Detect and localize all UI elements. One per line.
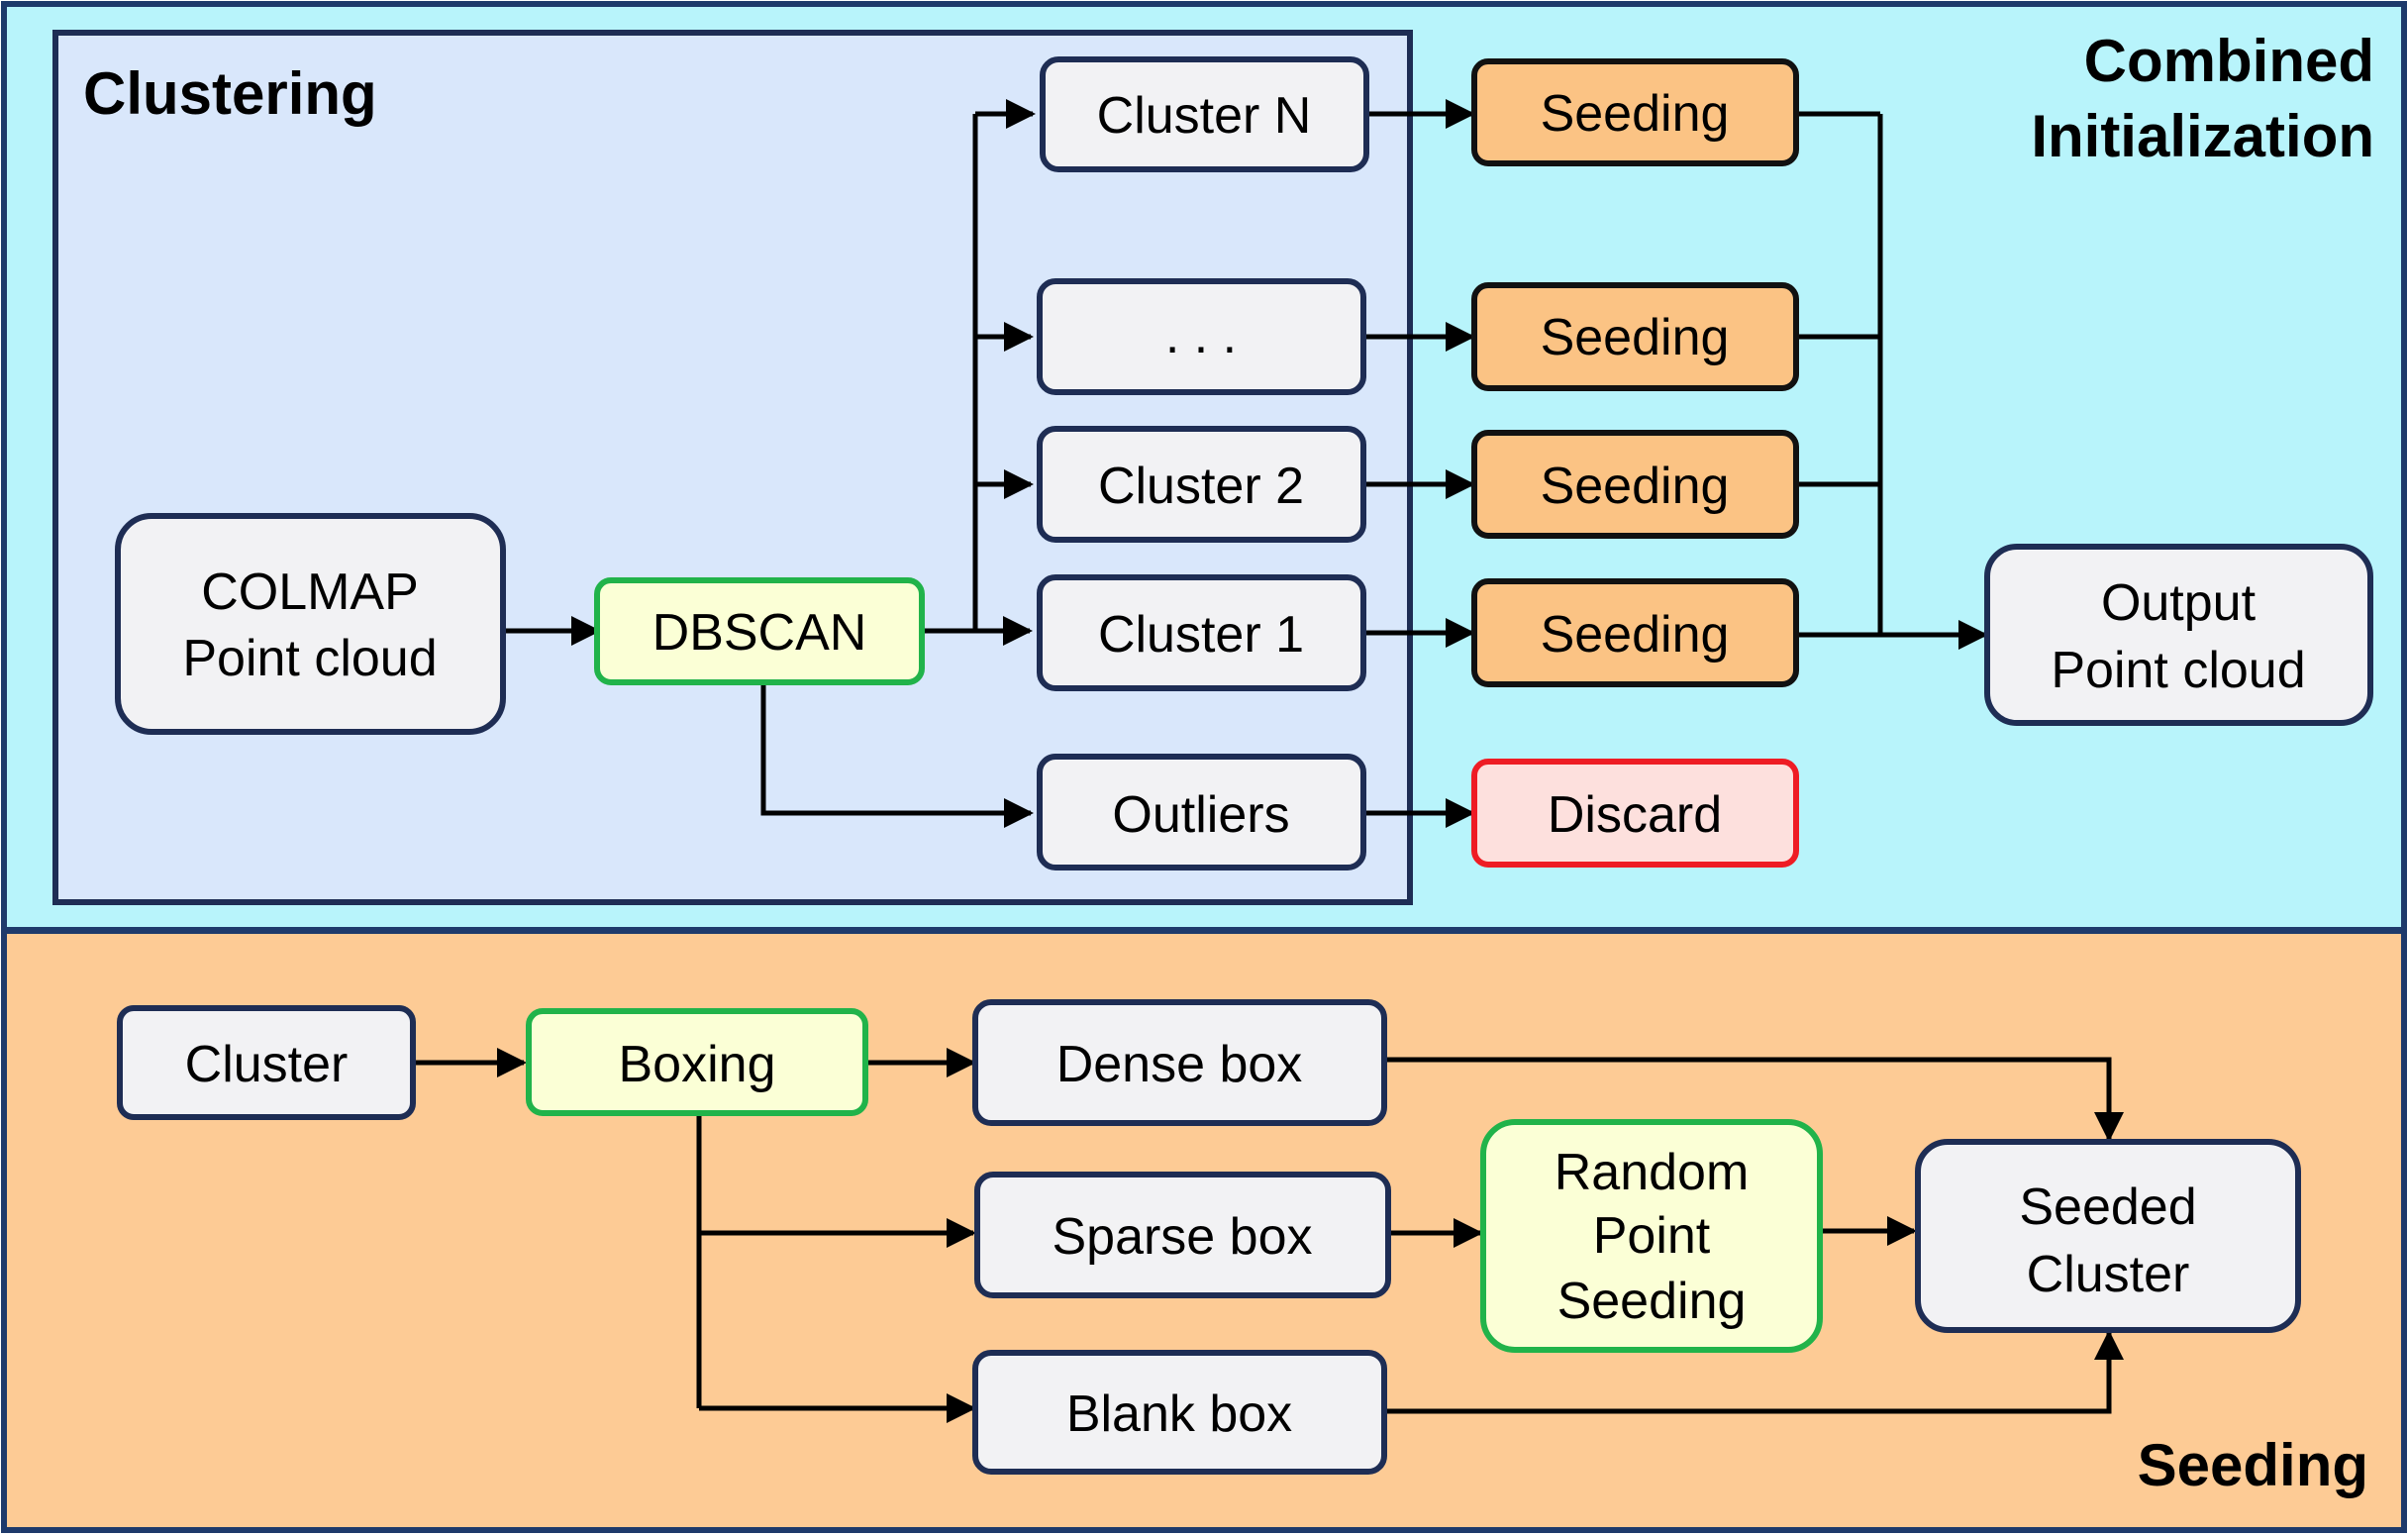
outliers-label: Outliers <box>1112 786 1289 844</box>
random-point-seeding-node: Random Point Seeding <box>1480 1119 1823 1353</box>
cluster-ellipsis-node: . . . <box>1037 278 1366 395</box>
cluster-2-node: Cluster 2 <box>1037 426 1366 543</box>
seeding-node-ellipsis: Seeding <box>1471 282 1799 391</box>
discard-label: Discard <box>1548 786 1722 844</box>
arrow-dense-seeded <box>1384 1057 2124 1142</box>
random-seeding-line1: Random <box>1555 1144 1750 1201</box>
dense-box-label: Dense box <box>1056 1036 1303 1093</box>
outliers-node: Outliers <box>1037 754 1366 870</box>
seeding-label-1: Seeding <box>1541 606 1730 664</box>
seeding-label-ellipsis: Seeding <box>1541 309 1730 366</box>
cluster-n-label: Cluster N <box>1097 87 1312 145</box>
cluster-input-label: Cluster <box>185 1036 349 1093</box>
sparse-box-label: Sparse box <box>1052 1208 1312 1266</box>
top-connectors <box>505 99 1988 828</box>
boxing-node: Boxing <box>526 1008 868 1116</box>
cluster-1-label: Cluster 1 <box>1098 606 1304 664</box>
discard-node: Discard <box>1471 759 1799 868</box>
sparse-box-node: Sparse box <box>974 1172 1391 1298</box>
cluster-input-node: Cluster <box>117 1005 416 1120</box>
seeded-cluster-line1: Seeded <box>2019 1178 2196 1236</box>
blank-box-label: Blank box <box>1066 1385 1292 1443</box>
cluster-n-node: Cluster N <box>1040 56 1369 172</box>
colmap-line1: COLMAP <box>201 563 419 621</box>
boxing-label: Boxing <box>619 1036 776 1093</box>
arrow-dbscan-outliers <box>760 683 1034 828</box>
combined-title-line2: Initialization <box>2031 103 2374 169</box>
seeding-title: Seeding <box>2138 1432 2368 1498</box>
cluster-1-node: Cluster 1 <box>1037 574 1366 691</box>
blank-box-node: Blank box <box>972 1350 1387 1475</box>
random-seeding-line3: Seeding <box>1557 1273 1747 1330</box>
colmap-node: COLMAP Point cloud <box>115 513 506 735</box>
seeding-label-n: Seeding <box>1541 85 1730 143</box>
seeded-cluster-line2: Cluster <box>2027 1246 2190 1303</box>
dense-box-node: Dense box <box>972 999 1387 1126</box>
seeded-cluster-node: Seeded Cluster <box>1915 1139 2301 1333</box>
arrow-blank-seeded <box>1384 1330 2124 1414</box>
colmap-line2: Point cloud <box>182 630 437 687</box>
dbscan-node: DBSCAN <box>594 577 925 685</box>
output-line1: Output <box>2101 574 2257 632</box>
combined-title-line1: Combined <box>2084 28 2374 94</box>
seeding-node-1: Seeding <box>1471 578 1799 687</box>
dbscan-label: DBSCAN <box>652 604 867 662</box>
seeding-node-2: Seeding <box>1471 430 1799 539</box>
cluster-ellipsis-label: . . . <box>1165 307 1237 364</box>
seeding-label-2: Seeding <box>1541 458 1730 515</box>
random-seeding-line2: Point <box>1593 1207 1711 1265</box>
bottom-connectors <box>413 1048 2124 1423</box>
cluster-2-label: Cluster 2 <box>1098 458 1304 515</box>
seeding-node-n: Seeding <box>1471 58 1799 166</box>
output-line2: Point cloud <box>2051 642 2305 699</box>
clustering-title: Clustering <box>83 60 377 127</box>
output-node: Output Point cloud <box>1984 544 2373 726</box>
